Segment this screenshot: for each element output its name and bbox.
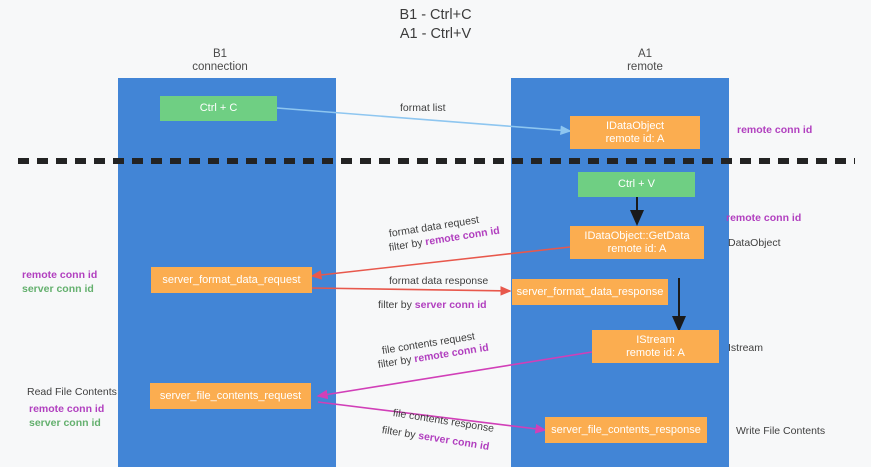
node-ctrl-v[interactable]: Ctrl + V	[578, 172, 695, 197]
lane-header-right: A1 remote	[627, 48, 663, 73]
side-label-write-file-contents: Write File Contents	[736, 425, 826, 437]
side-label-remote-conn-id-mid: remote conn id	[726, 212, 802, 224]
side-label-bottom-remote-conn-id: remote conn id	[29, 403, 105, 415]
side-label-mid-server-conn-id: server conn id	[22, 283, 94, 295]
node-idataobject[interactable]: IDataObject remote id: A	[570, 116, 700, 149]
side-label-read-file-contents: Read File Contents	[27, 386, 117, 398]
node-ctrl-c[interactable]: Ctrl + C	[160, 96, 277, 121]
filter-prefix: filter by	[378, 299, 415, 311]
side-label-dataobject: DataObject	[728, 237, 781, 249]
node-server-file-contents-response[interactable]: server_file_contents_response	[545, 417, 707, 443]
page-title: B1 - Ctrl+C A1 - Ctrl+V	[399, 7, 472, 42]
side-label-mid-conn-ids: remote conn id server conn id	[22, 268, 97, 296]
edge-label-format-list: format list	[400, 102, 446, 114]
filter-prefix: filter by	[381, 424, 420, 442]
side-label-bottom-conn-ids: remote conn id server conn id	[29, 402, 104, 430]
edge-label-format-data-response-filter: filter by server conn id	[378, 298, 487, 312]
node-getdata[interactable]: IDataObject::GetData remote id: A	[570, 226, 704, 259]
side-label-mid-remote-conn-id: remote conn id	[22, 269, 98, 281]
node-istream[interactable]: IStream remote id: A	[592, 330, 719, 363]
lane-header-left: B1 connection	[192, 48, 248, 73]
node-server-file-contents-request[interactable]: server_file_contents_request	[150, 383, 311, 409]
arrow-format-data-response	[311, 286, 512, 296]
filter-value: server conn id	[414, 299, 487, 311]
side-label-remote-conn-id-top: remote conn id	[737, 124, 813, 136]
node-server-format-data-response[interactable]: server_format_data_response	[512, 279, 668, 305]
side-label-bottom-server-conn-id: server conn id	[29, 417, 101, 429]
node-server-format-data-request[interactable]: server_format_data_request	[151, 267, 312, 293]
edge-label-format-data-response: format data response	[389, 275, 489, 287]
side-label-istream: Istream	[728, 342, 764, 354]
